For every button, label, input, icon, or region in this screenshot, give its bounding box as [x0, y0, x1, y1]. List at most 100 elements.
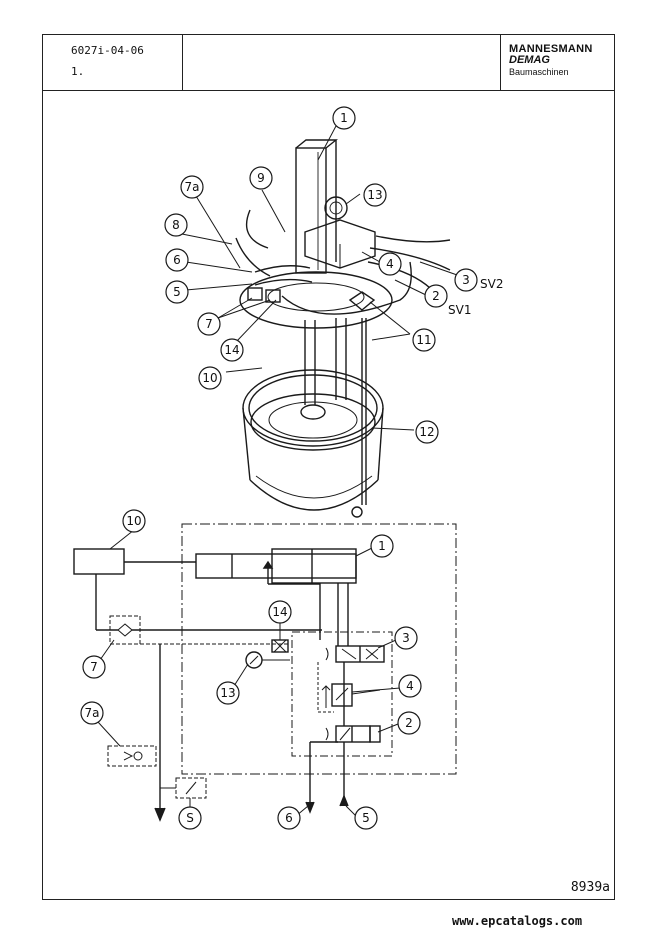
filter-block [247, 287, 263, 301]
container-lid [239, 271, 393, 329]
hose-sv2 [369, 247, 451, 271]
barrel-inner-rim [248, 374, 378, 442]
svg-text:13: 13 [220, 686, 235, 700]
callout-S: S [178, 806, 202, 830]
hydraulic-cylinder [195, 553, 357, 579]
relief-valve [331, 683, 353, 707]
callout-6-top: 6 [165, 248, 189, 272]
hose-9 [245, 209, 269, 249]
svg-text:5: 5 [362, 811, 370, 825]
svg-text:10: 10 [126, 514, 141, 528]
figure-number: 8939a [570, 880, 610, 895]
callout-3-schem: 3 [394, 626, 418, 650]
flow-arrow [262, 560, 274, 569]
callout-8: 8 [164, 213, 188, 237]
svg-text:5: 5 [173, 285, 181, 299]
svg-text:1: 1 [378, 539, 386, 553]
svg-text:3: 3 [402, 631, 410, 645]
svg-text:12: 12 [419, 425, 434, 439]
svg-text:2: 2 [405, 716, 413, 730]
brand-name: MANNESMANN [509, 43, 593, 55]
rod-end-ring [351, 506, 363, 518]
hose-sv1 [367, 261, 431, 289]
hose-8 [235, 237, 271, 277]
barrel-right-wall [377, 407, 384, 481]
callout-1-schem: 1 [370, 534, 394, 558]
barrel-left-wall [242, 407, 251, 481]
callout-7a-top: 7a [180, 175, 204, 199]
svg-text:13: 13 [367, 188, 382, 202]
callout-4-schem: 4 [398, 674, 422, 698]
document-revision: 1. [71, 65, 85, 78]
callout-10-top: 10 [198, 366, 222, 390]
callout-6-schem: 6 [277, 806, 301, 830]
svg-text:7a: 7a [85, 706, 100, 720]
callout-12: 12 [415, 420, 439, 444]
callout-3-top: 3 [454, 268, 478, 292]
svg-text:7: 7 [90, 660, 98, 674]
callouts: 1 9 7a 8 6 5 7 14 10 13 4 3 2 11 12 SV2 … [80, 106, 503, 830]
callout-9: 9 [249, 166, 273, 190]
document-number: 6027i-04-06 [71, 44, 144, 57]
title-block [43, 35, 614, 91]
footer-url[interactable]: www.epcatalogs.com [452, 914, 583, 928]
svg-text:8: 8 [172, 218, 180, 232]
svg-text:10: 10 [202, 371, 217, 385]
barrel-bottom [249, 479, 379, 511]
svg-text:3: 3 [462, 273, 470, 287]
svg-text:1: 1 [340, 111, 348, 125]
svg-text:6: 6 [285, 811, 293, 825]
barrel-bottom-inner [255, 475, 373, 499]
drawing-sheet: 6027i-04-06 1. MANNESMANN DEMAG Baumasch… [42, 34, 615, 900]
return-arrow [154, 807, 166, 822]
callout-1-top: 1 [332, 106, 356, 130]
hose-top [375, 235, 451, 243]
callout-7-top: 7 [197, 312, 221, 336]
outlet-arrow-6 [305, 801, 315, 814]
svg-text:14: 14 [224, 343, 239, 357]
hose-11 [281, 261, 412, 315]
leader-lines-top [181, 125, 461, 431]
callout-2-top: 2 [424, 284, 448, 308]
callout-13-schem: 13 [216, 681, 240, 705]
doc-cell [43, 35, 183, 90]
svg-text:4: 4 [406, 679, 414, 693]
svg-text:9: 9 [257, 171, 265, 185]
valve-sv1 [335, 725, 371, 743]
cylinder-body [271, 548, 357, 584]
callout-5-top: 5 [165, 280, 189, 304]
check-valve-block [265, 289, 281, 303]
callout-14-schem: 14 [268, 600, 292, 624]
pump-suction-foot [300, 404, 326, 420]
pump-unit-boundary [181, 523, 457, 775]
follower-plate [250, 393, 376, 451]
callout-4-top: 4 [378, 252, 402, 276]
gauge-face [329, 201, 343, 215]
valve-group-boundary [291, 631, 393, 757]
brand-division: Baumaschinen [509, 67, 569, 77]
callout-13-top: 13 [363, 183, 387, 207]
svg-text:7: 7 [205, 317, 213, 331]
hose-6 [254, 265, 311, 273]
callout-7a-schem: 7a [80, 701, 104, 725]
lid-boss [267, 282, 365, 312]
svg-text:4: 4 [386, 257, 394, 271]
label-sv2: SV2 [480, 277, 503, 291]
svg-text:7a: 7a [185, 180, 200, 194]
callout-11: 11 [412, 328, 436, 352]
pump-illustration [235, 139, 451, 518]
callout-5-schem: 5 [354, 806, 378, 830]
pump-cylinder [295, 147, 327, 274]
callout-14-top: 14 [220, 338, 244, 362]
hose-5 [254, 278, 313, 286]
callout-7-schem: 7 [82, 655, 106, 679]
svg-text:14: 14 [272, 605, 287, 619]
callout-2-schem: 2 [397, 711, 421, 735]
valve-block [304, 219, 376, 269]
hydraulic-schematic [73, 523, 457, 822]
pressure-gauge [324, 196, 348, 220]
brand-subname: DEMAG [509, 54, 550, 66]
label-sv1: SV1 [448, 303, 471, 317]
follower-plate-inner [268, 401, 358, 439]
